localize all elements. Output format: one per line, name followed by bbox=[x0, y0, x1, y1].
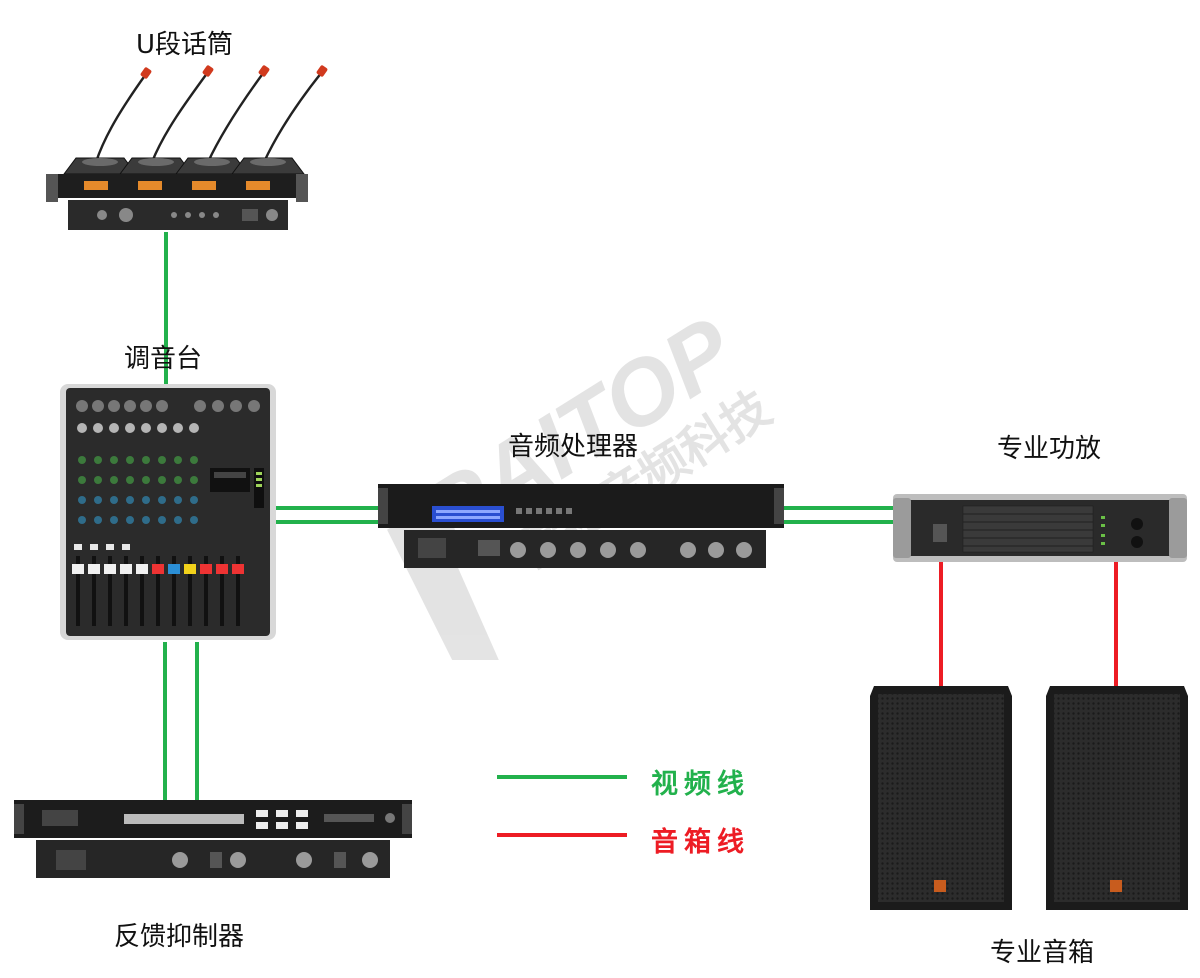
mic-gooseneck-group bbox=[94, 71, 323, 163]
mixing-console bbox=[60, 384, 276, 640]
label-amplifier: 专业功放 bbox=[997, 434, 1102, 464]
feedback-suppressor bbox=[14, 800, 412, 878]
audio-processor bbox=[378, 484, 784, 568]
power-amplifier bbox=[893, 494, 1187, 562]
label-speakers: 专业音箱 bbox=[990, 938, 1095, 968]
legend-label-speaker: 音箱线 bbox=[651, 827, 750, 858]
legend-label-video: 视频线 bbox=[651, 769, 750, 800]
label-feedback: 反馈抑制器 bbox=[114, 922, 245, 952]
label-processor: 音频处理器 bbox=[508, 432, 639, 462]
wireless-mic-receiver bbox=[46, 65, 328, 230]
speaker-left bbox=[870, 686, 1012, 910]
label-mic: U段话筒 bbox=[136, 30, 234, 60]
label-mixer: 调音台 bbox=[124, 344, 203, 374]
speaker-right bbox=[1046, 686, 1188, 910]
